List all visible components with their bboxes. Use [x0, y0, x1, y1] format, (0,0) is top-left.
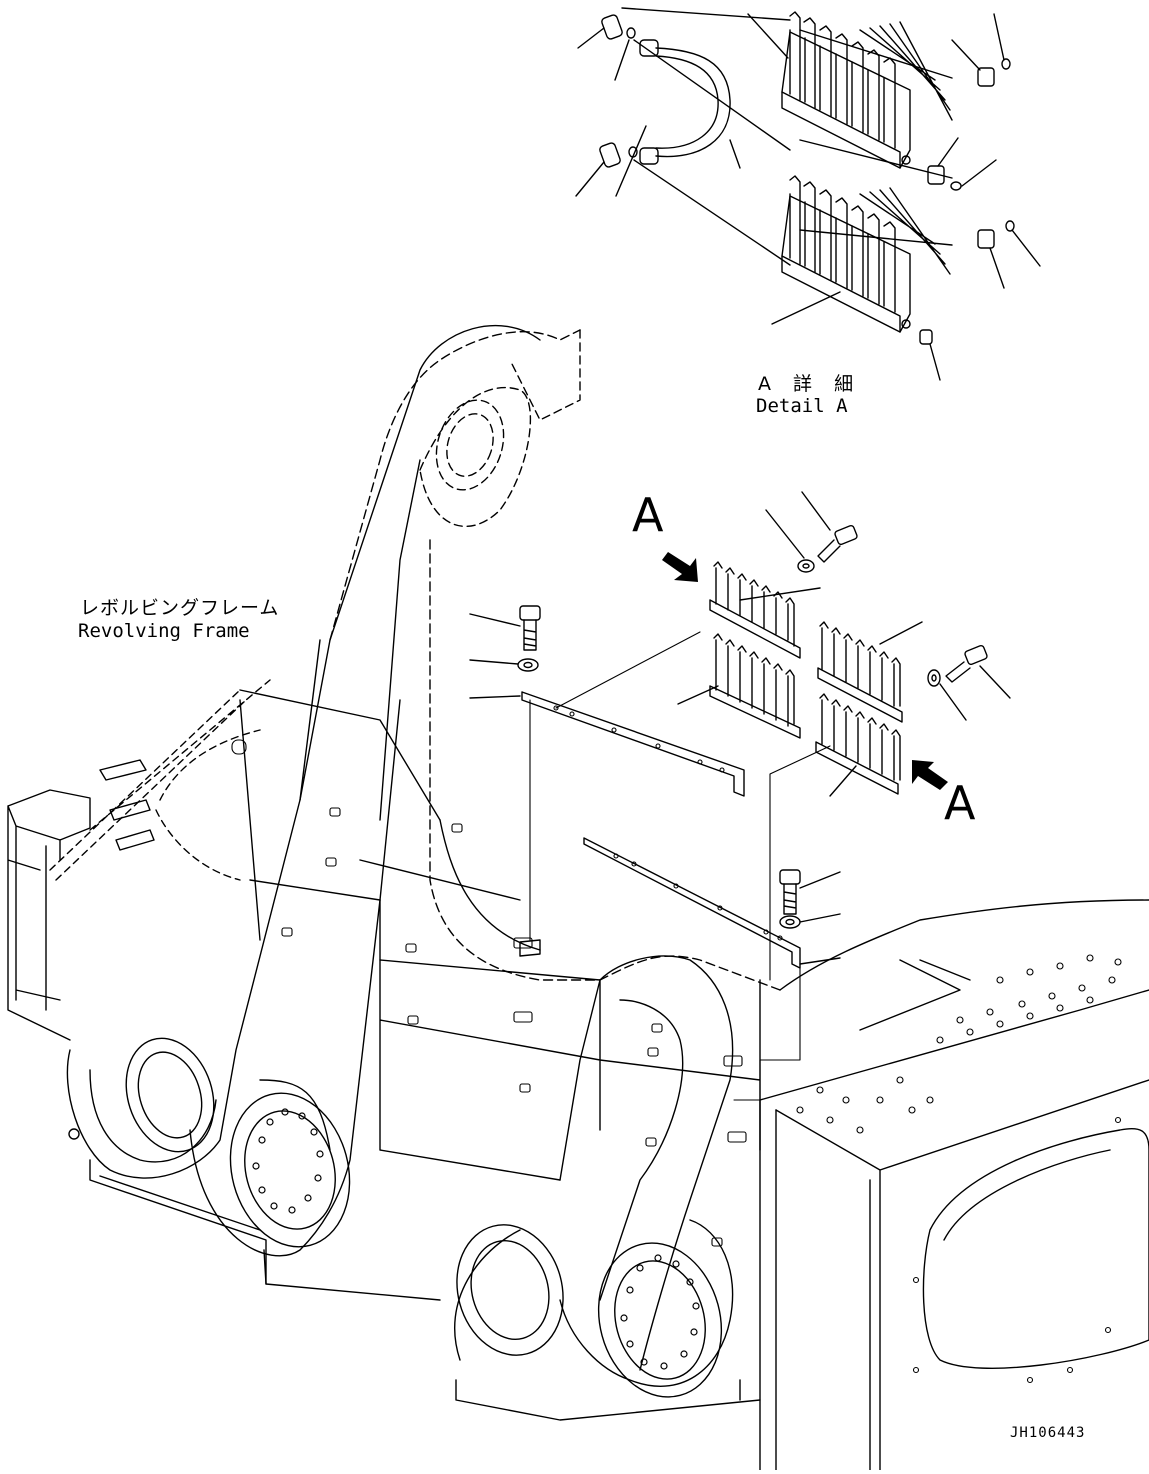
mounting-bolt-left: [469, 605, 541, 651]
upper-deck: [759, 899, 1149, 1471]
adapter-fitting-lower-left: [575, 39, 647, 197]
revolving-frame: [7, 324, 781, 1421]
fittings-lower-right: [919, 220, 1041, 381]
revolving-frame-label: Revolving Frame: [78, 620, 250, 642]
mounting-bracket-upper: [469, 691, 745, 797]
detail-a-assembly: [575, 7, 1041, 381]
mounting-bracket-lower: [583, 837, 841, 969]
view-marker-a-lower: A: [944, 776, 976, 830]
manifold-main-1: [709, 561, 821, 659]
manifold-bolt-top: [765, 491, 858, 573]
manifold-main-3: [817, 621, 923, 723]
revolving-frame-label-japanese: レボルビングフレーム: [80, 597, 280, 619]
manifold-bolt-right: [927, 644, 1011, 721]
drawing-number: JH106443: [1010, 1425, 1086, 1441]
view-marker-a-upper: A: [632, 488, 664, 542]
adapter-fitting-upper-left: [577, 14, 636, 49]
deck-holes: [796, 954, 1122, 1384]
manifold-main-2: [677, 633, 801, 739]
elbow-fitting-upper-right: [927, 13, 1011, 191]
mounting-hardware: [469, 491, 1011, 1101]
lube-manifold-upper: [747, 11, 953, 169]
frame-bolt-markers: [231, 739, 747, 1247]
detail-a-label-japanese: A 詳 細: [758, 373, 862, 395]
manifold-main-4: [815, 693, 901, 797]
grease-hose: [639, 39, 741, 169]
mounting-washer-left: [469, 658, 539, 672]
mounting-bolt-right: [779, 869, 841, 929]
view-arrow-a-upper: [662, 552, 698, 582]
view-arrow-a-lower: [912, 760, 948, 790]
lube-manifold-lower: [771, 175, 951, 333]
detail-a-label: Detail A: [756, 395, 848, 417]
